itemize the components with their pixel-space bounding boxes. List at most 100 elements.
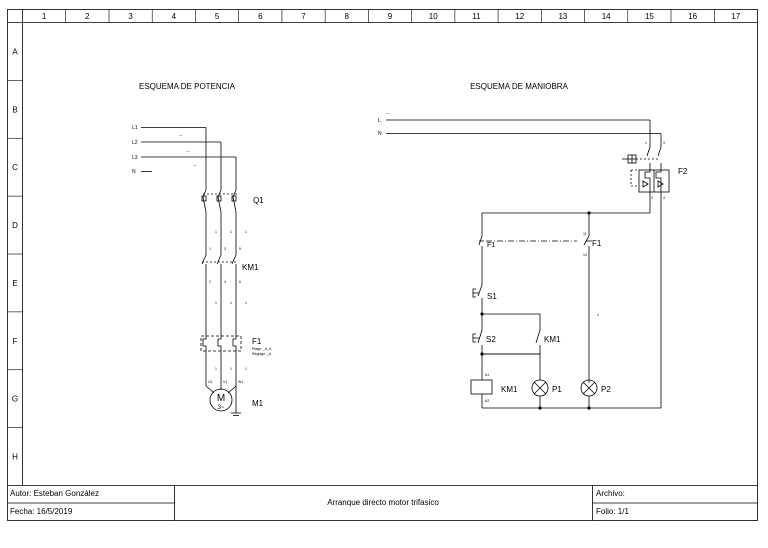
svg-text:—: — [179,133,183,137]
svg-text:A1: A1 [485,373,489,377]
power-terminal-marks: — — — 1 1 1 1 3 5 2 4 6 1 1 1 1 1 1 U1 V1 W1 [179,133,247,384]
row-label-G: G [12,395,18,404]
motor-phase: 3~ [218,405,225,411]
file-field: Archivo: [596,489,625,498]
column-label-12: 12 [515,12,524,21]
column-label-9: 9 [388,12,393,21]
column-label-3: 3 [128,12,133,21]
row-label-F: F [13,337,18,346]
date-field: Fecha: 16/5/2019 [10,507,73,516]
svg-text:U1: U1 [208,380,213,384]
svg-text:2: 2 [209,280,211,284]
column-label-2: 2 [85,12,90,21]
control-title: ESQUEMA DE MANIOBRA [470,82,568,91]
column-label-15: 15 [645,12,654,21]
column-label-6: 6 [258,12,263,21]
svg-text:4: 4 [224,280,226,284]
column-label-13: 13 [558,12,567,21]
sheet-frame [7,9,758,521]
column-label-17: 17 [731,12,740,21]
p1-label: P1 [552,385,562,394]
svg-text:1: 1 [215,230,217,234]
row-label-D: D [12,221,18,230]
svg-text:1: 1 [597,313,599,317]
label-l: L [378,118,381,124]
svg-text:A2: A2 [485,399,489,403]
power-title: ESQUEMA DE POTENCIA [139,82,236,91]
motor-label: M1 [252,399,264,408]
column-label-10: 10 [429,12,438,21]
row-label-C: C [12,163,18,172]
km1-power-label: KM1 [242,263,259,272]
svg-text:1: 1 [230,230,232,234]
svg-text:4: 4 [663,196,665,200]
km1-aux-label: KM1 [544,335,561,344]
column-label-16: 16 [688,12,697,21]
title-block [7,485,758,521]
row-label-A: A [12,47,18,56]
svg-text:—: — [193,163,197,167]
label-l2: L2 [132,140,138,146]
svg-text:5: 5 [239,247,241,251]
column-label-4: 4 [172,12,177,21]
author-field: Autor: Esteban González [10,489,99,498]
power-circuit [141,127,242,416]
svg-text:W1: W1 [238,380,243,384]
svg-text:—: — [186,149,190,153]
drawing-description: Arranque directo motor trifasico [327,498,439,507]
f1-note-setting: Réglage: _A [252,352,272,356]
row-label-E: E [12,279,17,288]
svg-text:1: 1 [245,367,247,371]
svg-text:1: 1 [215,301,217,305]
svg-text:1: 1 [215,367,217,371]
km1-coil-label: KM1 [501,385,518,394]
svg-text:14: 14 [583,253,587,257]
column-label-1: 1 [42,12,47,21]
svg-text:1: 1 [230,301,232,305]
svg-text:3: 3 [663,141,665,145]
svg-text:—: — [386,111,390,115]
f1-power-label: F1 [252,337,262,346]
control-junctions [480,211,591,410]
row-label-H: H [12,453,18,462]
motor-symbol: M [217,393,225,404]
svg-text:1: 1 [209,247,211,251]
column-dividers [65,9,715,23]
svg-text:11: 11 [583,232,587,236]
svg-text:1: 1 [230,367,232,371]
f1-contact-label-left: F1 [487,242,495,249]
row-label-B: B [12,105,17,114]
label-l1: L1 [132,125,138,131]
svg-text:6: 6 [239,280,241,284]
svg-text:V1: V1 [223,380,227,384]
row-dividers [7,80,23,428]
s2-label: S2 [486,335,496,344]
label-n-control: N [378,131,382,137]
svg-text:1: 1 [245,301,247,305]
control-circuit [386,119,670,409]
column-label-8: 8 [345,12,350,21]
svg-text:1: 1 [645,141,647,145]
svg-text:1: 1 [245,230,247,234]
p2-label: P2 [601,385,611,394]
s1-label: S1 [487,292,497,301]
column-label-11: 11 [472,12,481,21]
f2-label: F2 [678,167,688,176]
power-line-labels: L1 L2 L3 N [132,125,138,175]
column-label-14: 14 [602,12,611,21]
q1-label: Q1 [253,196,264,205]
column-label-7: 7 [301,12,306,21]
svg-text:2: 2 [651,196,653,200]
row-labels: A B C D E F G H [12,47,18,461]
f1-contact-label-right: F1 [592,239,602,248]
label-l3: L3 [132,155,138,161]
label-n: N [132,169,136,175]
svg-text:3: 3 [224,247,226,251]
folio-field: Folio: 1/1 [596,507,629,516]
f1-note-range: Plage: _A_A [252,347,272,351]
column-label-5: 5 [215,12,220,21]
